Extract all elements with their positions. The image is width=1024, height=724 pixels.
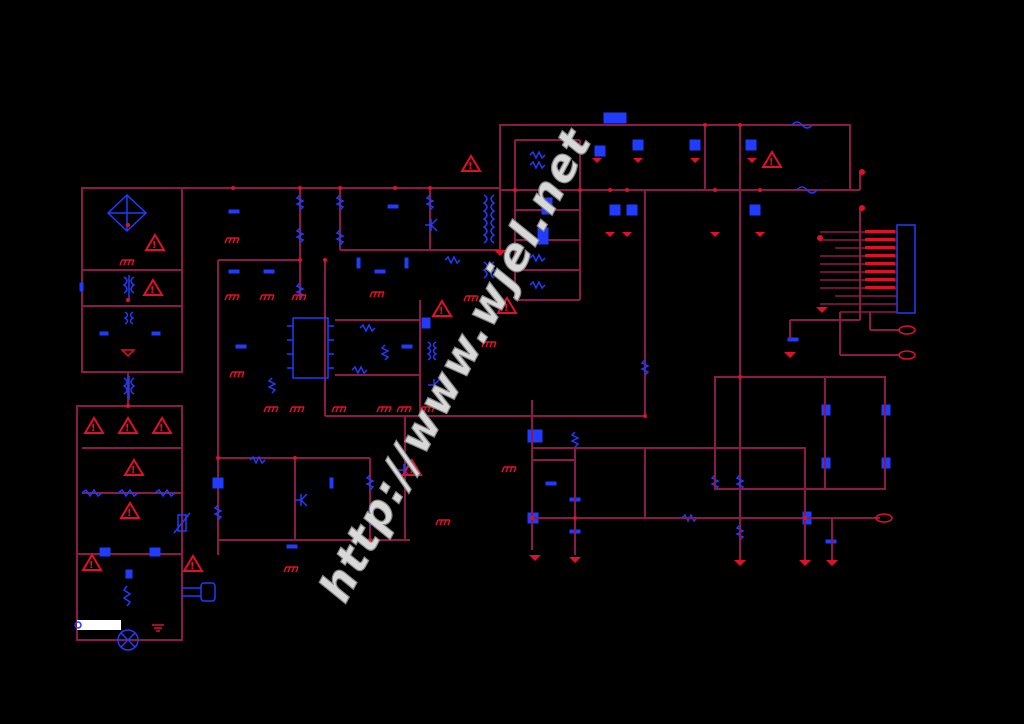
svg-text:!: ! [150,285,155,296]
ground-icon [291,294,307,301]
junction-nodes [126,123,865,542]
warning-triangle-icon: ! [81,553,103,571]
ground-icon [501,466,517,473]
ground-icon [283,566,299,573]
svg-text:!: ! [89,560,94,571]
ground-icon [569,557,581,563]
ground-icon [747,158,757,163]
warning-triangle-icon: ! [761,150,783,168]
ground-icon [622,232,632,237]
ground-icon [633,158,643,163]
svg-text:!: ! [504,303,509,314]
warning-triangle-icon: ! [431,299,453,317]
ground-icon [331,406,347,413]
svg-text:!: ! [152,240,157,251]
ground-icon [435,519,451,526]
svg-text:!: ! [190,561,195,572]
ground-icon [119,259,135,266]
svg-text:!: ! [409,465,414,476]
svg-text:!: ! [127,508,132,519]
ground-icon [419,406,435,413]
ground-icon [799,560,811,566]
lamp-icon [117,629,139,651]
svg-text:!: ! [91,423,96,434]
ground-icon [734,560,746,566]
resistors-left [81,488,176,607]
ground-icon [369,291,385,298]
transformer-icon [426,341,438,361]
warning-triangle-icon: ! [496,296,518,314]
ground-icon [710,232,720,237]
input-filter-section [74,187,216,651]
ground-icon [224,237,240,244]
warning-triangle-icon: ! [119,501,141,519]
ground-icon [152,624,164,632]
ground-icon [259,294,275,301]
transformer-icon [123,311,135,325]
ground-icon [263,406,279,413]
warning-triangles: ! ! ! ! ! ! ! ! ! ! ! ! ! ! [81,150,783,572]
ground-icon [816,307,828,313]
ground-icon [463,295,479,302]
warning-triangle-icon: ! [83,416,105,434]
varistor-icon [173,512,191,534]
plug-label-block [77,620,121,630]
ground-icon [229,371,245,378]
svg-text:!: ! [769,157,774,168]
warning-triangle-icon: ! [460,154,482,172]
svg-text:!: ! [468,161,473,172]
ground-icon [605,232,615,237]
ground-icon [755,232,765,237]
ground-icon [376,406,392,413]
transformer-icon [122,275,136,300]
transistors-primary [295,218,441,507]
pwm-controller-ic [287,317,334,379]
filter-capacitors [79,282,161,579]
watermark-text: http://www.wjel.net [310,120,603,610]
warning-triangle-icon: ! [401,458,423,476]
capacitors-primary [212,204,431,549]
resistors-primary [213,194,461,526]
warning-triangle-icon: ! [123,458,145,476]
warning-triangle-icon: ! [144,233,166,251]
relay-icon [182,582,216,602]
ground-symbols [119,158,838,632]
transformer-icon [122,376,136,400]
ground-icon [529,555,541,561]
warning-triangle-icon: ! [151,416,173,434]
svg-text:!: ! [125,423,130,434]
ground-icon [784,352,796,358]
ground-icon [289,406,305,413]
svg-text:!: ! [159,423,164,434]
warning-triangle-icon: ! [117,416,139,434]
inductor-icon [791,121,818,194]
ground-icon [592,158,602,163]
svg-text:!: ! [131,465,136,476]
ground-icon [481,341,497,348]
ground-icon [690,158,700,163]
ground-icon [396,406,412,413]
ground-icon [494,250,506,256]
ground-icon [826,560,838,566]
warning-triangle-icon: ! [142,278,164,296]
connector-header-icon [820,208,916,320]
capacitors-secondary [545,139,837,544]
warning-triangle-icon: ! [182,554,204,572]
ground-icon [120,349,136,358]
transformer-icon [482,194,496,279]
ground-icon [224,294,240,301]
svg-text:!: ! [439,306,444,317]
